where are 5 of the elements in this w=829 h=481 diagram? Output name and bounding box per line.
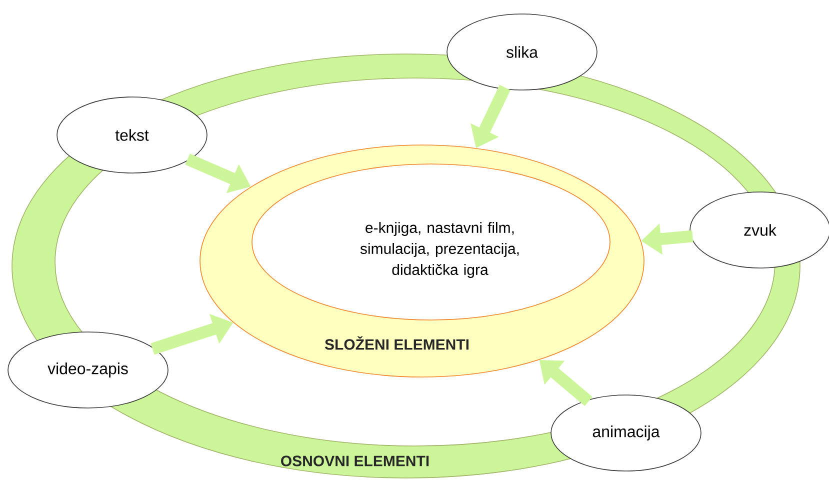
node-label: OSNOVNI ELEMENTI <box>281 456 429 466</box>
node-label: animacija <box>592 426 660 440</box>
node-label: zvuk <box>744 224 776 236</box>
node-label: SLOŽENI ELEMENTI <box>324 336 469 350</box>
node-label: e-knjiga, nastavni film, simulacija, prezentacija, didaktička igra <box>360 222 519 278</box>
